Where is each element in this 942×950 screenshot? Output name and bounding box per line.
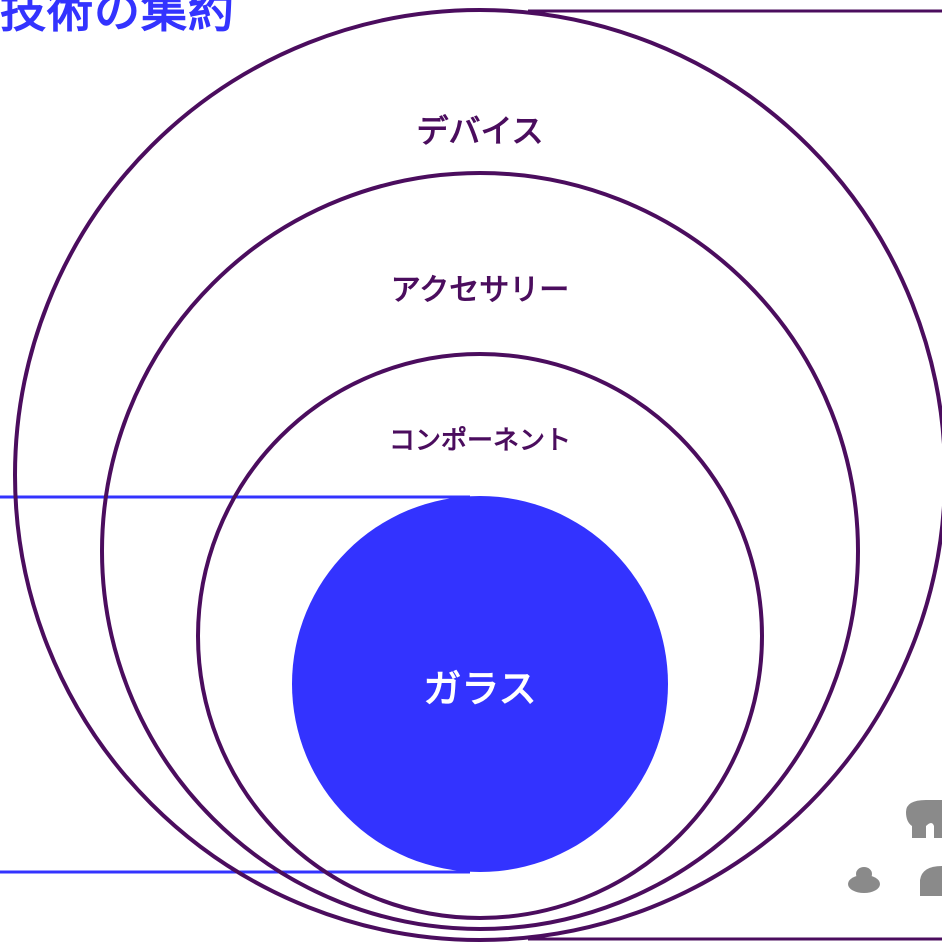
stopper-medium-icon xyxy=(920,866,942,896)
ring-label-component: コンポーネント xyxy=(389,425,571,456)
ring-accessory xyxy=(100,171,860,931)
stopper-product-image xyxy=(848,800,942,896)
ring-label-accessory: アクセサリー xyxy=(391,273,570,308)
ring-label-device: デバイス xyxy=(416,112,543,150)
ring-component xyxy=(196,352,764,920)
stopper-large-icon xyxy=(906,800,942,838)
ring-device xyxy=(13,8,942,942)
page-title: 技術の集約 xyxy=(0,0,235,38)
stopper-small-icon xyxy=(848,875,880,893)
glass-label: ガラス xyxy=(423,667,536,711)
stopper-small-top-icon xyxy=(856,867,872,881)
glass-circle xyxy=(292,496,668,872)
